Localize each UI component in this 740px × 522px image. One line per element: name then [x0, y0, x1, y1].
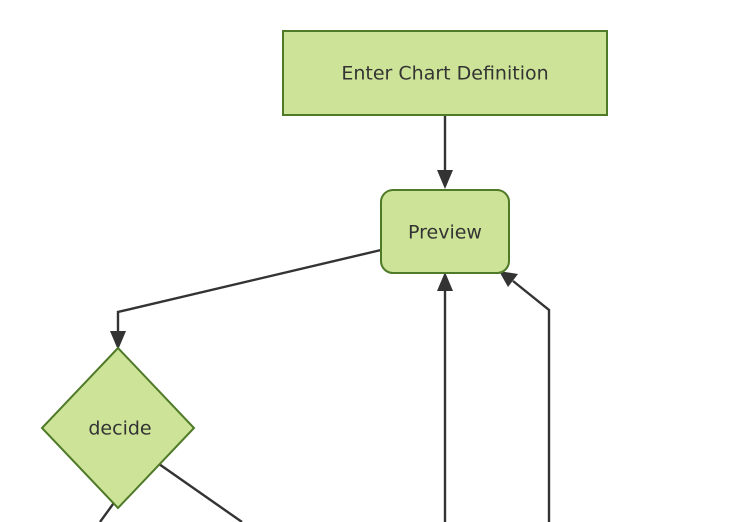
- node-layer: Enter Chart Definition Preview decide: [40, 30, 608, 510]
- node-rectangle: [282, 30, 608, 116]
- edge-line: [116, 248, 382, 336]
- edge-layer: [99, 115, 551, 522]
- arrowhead-icon: [437, 170, 453, 189]
- edge-enter-to-preview[interactable]: [437, 115, 453, 189]
- node-rounded-rectangle: [380, 189, 510, 274]
- node-label-decide: decide: [88, 418, 151, 440]
- edge-line: [512, 280, 551, 522]
- node-label-enter-chart-definition: Enter Chart Definition: [341, 63, 548, 85]
- edge-into-preview-bottom-center[interactable]: [437, 272, 453, 522]
- edge-into-preview-bottom-right[interactable]: [499, 271, 551, 522]
- edge-decide-right-out[interactable]: [158, 463, 243, 522]
- node-label-preview: Preview: [408, 222, 482, 244]
- node-diamond: [40, 346, 196, 510]
- node-enter-chart-definition[interactable]: Enter Chart Definition: [282, 30, 608, 116]
- arrowhead-icon: [110, 331, 126, 350]
- arrowhead-icon: [499, 271, 518, 287]
- arrowhead-icon: [437, 272, 453, 291]
- node-preview[interactable]: Preview: [380, 189, 510, 274]
- edge-preview-to-decide[interactable]: [110, 248, 382, 350]
- edge-line: [158, 463, 243, 522]
- node-decide[interactable]: decide: [40, 346, 196, 510]
